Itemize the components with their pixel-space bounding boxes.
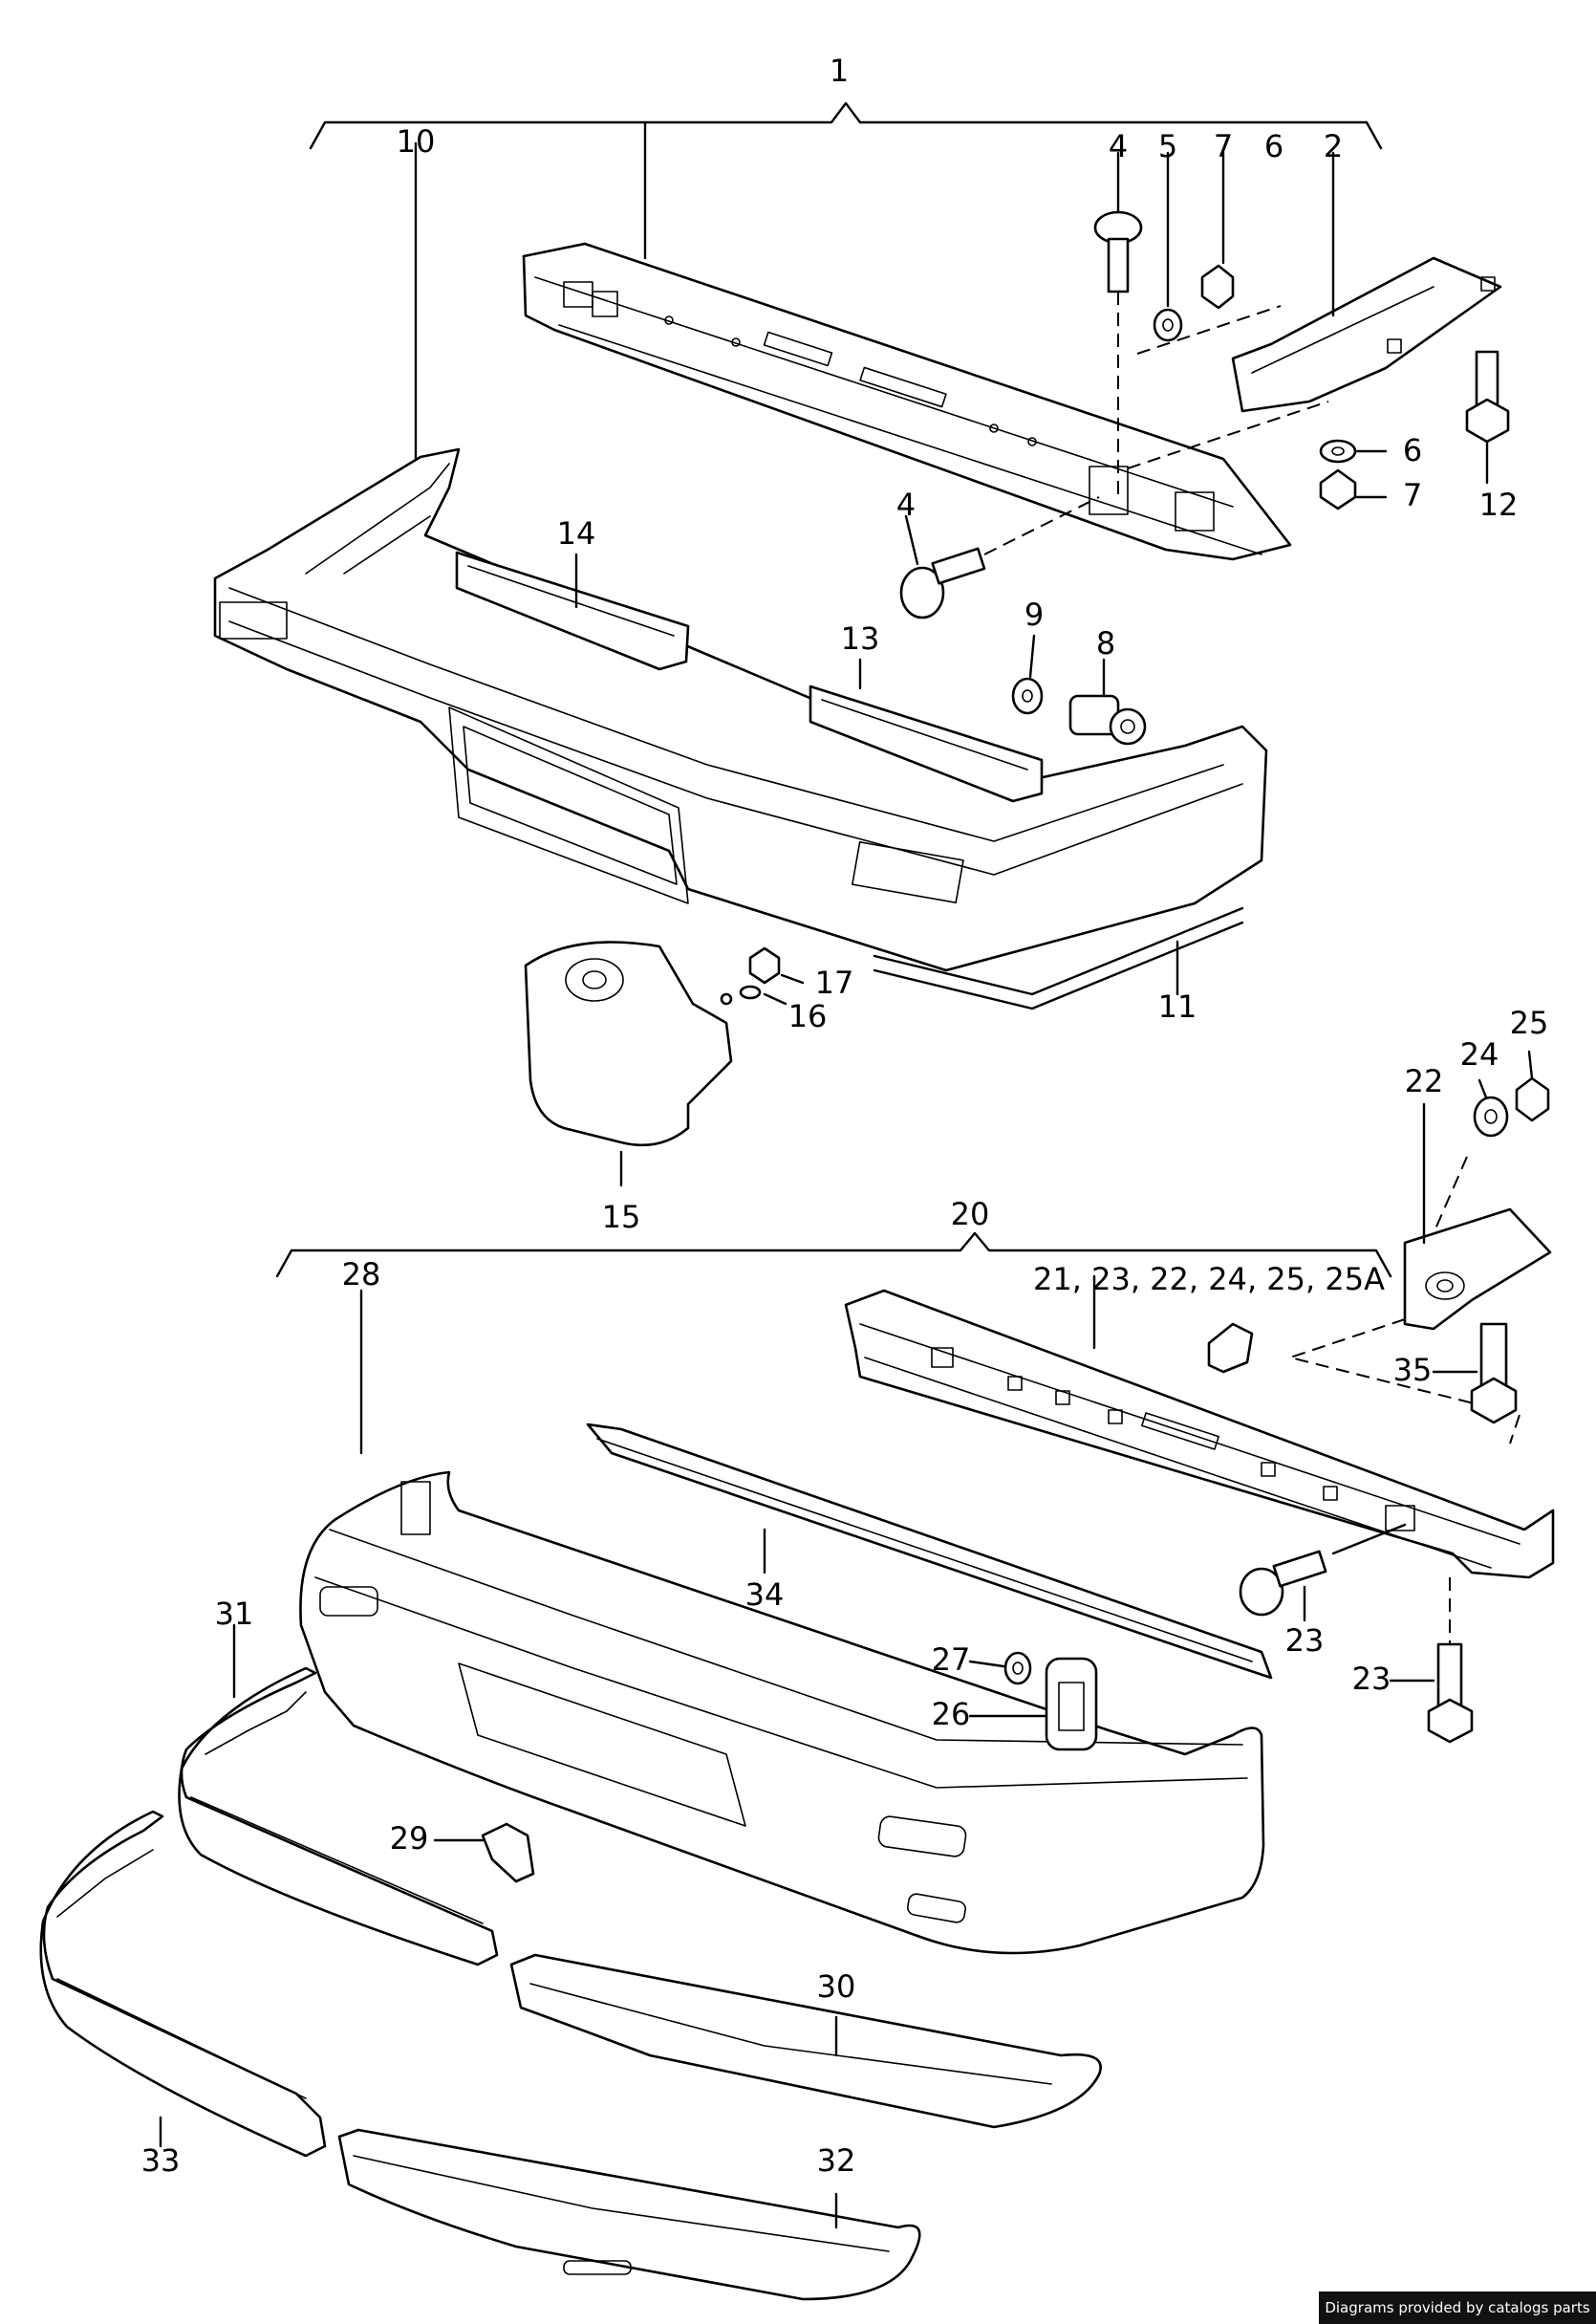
spoiler-half-30 [509, 1953, 1102, 2129]
label-9: 9 [1024, 597, 1044, 633]
corner-guide-15 [524, 941, 805, 1187]
trim-strip-14 [455, 551, 690, 671]
label-1: 1 [830, 53, 849, 89]
label-17: 17 [815, 965, 854, 1001]
label-32: 32 [817, 2142, 856, 2179]
group-bracket-1 [309, 101, 1383, 150]
bracket-22 [1286, 1050, 1552, 1444]
label-35: 35 [1393, 1352, 1433, 1388]
bracket-2 [1231, 151, 1502, 413]
label-24: 24 [1460, 1036, 1499, 1073]
trim-strip-13 [809, 658, 1044, 803]
label-2: 2 [1324, 128, 1343, 164]
label-10: 10 [397, 123, 436, 160]
label-20: 20 [951, 1196, 990, 1232]
label-22: 22 [1405, 1063, 1444, 1099]
reinforcement-bar-front [844, 1274, 1555, 1579]
label-7-top: 7 [1214, 128, 1233, 164]
label-30: 30 [817, 1968, 856, 2005]
group-bracket-20 [275, 1231, 1392, 1278]
spoiler-half-32 [337, 2128, 921, 2301]
label-4-top: 4 [1109, 128, 1128, 164]
push-bolt-23 [1239, 1523, 1407, 1622]
label-16: 16 [788, 998, 828, 1034]
label-12: 12 [1479, 487, 1519, 523]
label-33: 33 [141, 2142, 181, 2179]
label-23-right: 23 [1352, 1661, 1391, 1697]
label-11: 11 [1158, 988, 1197, 1025]
label-27: 27 [932, 1641, 971, 1678]
fastener-cluster-top [899, 151, 1510, 619]
label-28: 28 [342, 1256, 381, 1292]
molding-strip-11 [873, 906, 1244, 1010]
label-4-mid: 4 [896, 487, 916, 523]
credit-banner: Diagrams provided by catalogs parts [1319, 2291, 1596, 2324]
label-34: 34 [745, 1576, 785, 1613]
label-25: 25 [1510, 1005, 1549, 1041]
bumper-cover-front [299, 1289, 1265, 1955]
bolt-35 [1432, 1322, 1518, 1424]
clip-29 [433, 1822, 535, 1883]
label-29: 29 [390, 1820, 429, 1857]
label-6-top: 6 [1264, 128, 1283, 164]
label-26: 26 [932, 1696, 971, 1732]
label-13: 13 [841, 620, 880, 657]
callout-labels: 1 10 4 5 7 6 2 6 7 12 4 14 13 9 8 17 16 … [141, 53, 1549, 2179]
label-8: 8 [1096, 625, 1115, 662]
reinforcement-bar-rear [522, 122, 1292, 561]
spoiler-half-31 [178, 1623, 499, 1966]
label-14: 14 [557, 515, 596, 552]
bolt-23 [1389, 1577, 1474, 1744]
spoiler-half-33 [39, 1810, 327, 2158]
label-6-side: 6 [1403, 432, 1422, 468]
label-31: 31 [215, 1596, 254, 1632]
molding-strip-34 [586, 1423, 1273, 1680]
label-5: 5 [1158, 128, 1177, 164]
label-15: 15 [602, 1199, 641, 1235]
clip-8-and-washer-9 [1011, 634, 1147, 746]
label-23-mid: 23 [1285, 1622, 1325, 1659]
label-21-group: 21, 23, 22, 24, 25, 25A [1033, 1261, 1385, 1297]
bracket-26-washer-27 [968, 1651, 1098, 1751]
label-7-side: 7 [1403, 477, 1422, 513]
